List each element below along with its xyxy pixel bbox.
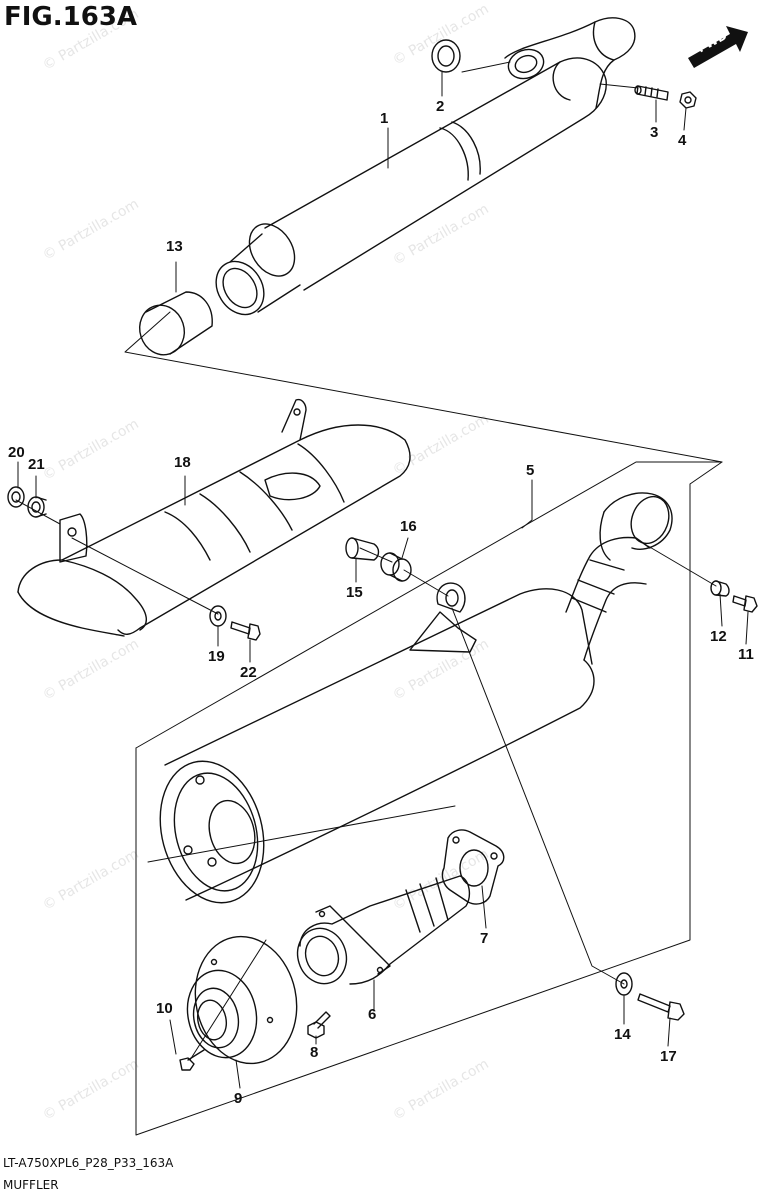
- arrester-part-6: [296, 875, 471, 985]
- callout-12: 12: [710, 628, 727, 645]
- callout-15: 15: [346, 584, 363, 601]
- section-name: MUFFLER: [3, 1178, 59, 1192]
- callout-2: 2: [436, 98, 445, 115]
- callout-6: 6: [368, 1006, 377, 1023]
- end-cap-part-9: [186, 935, 298, 1065]
- figure-title: FIG.163A: [4, 2, 138, 32]
- callout-1: 1: [380, 110, 389, 127]
- callout-10: 10: [156, 1000, 173, 1017]
- bushing-part-12: [710, 580, 730, 597]
- grommet-part-21: [27, 496, 47, 518]
- gasket-part-7: [441, 829, 505, 905]
- callout-14: 14: [614, 1026, 631, 1043]
- muffler-part-5: [159, 492, 673, 904]
- collar-part-15: [345, 537, 380, 561]
- callout-19: 19: [208, 648, 225, 665]
- callout-21: 21: [28, 456, 45, 473]
- fwd-arrow-icon: [688, 26, 748, 68]
- bolt-part-11: [732, 595, 758, 613]
- washer-part-19: [209, 605, 227, 627]
- bolt-part-8: [307, 1011, 331, 1039]
- gasket-part-2: [431, 39, 461, 73]
- callout-3: 3: [650, 124, 659, 141]
- callout-16: 16: [400, 518, 417, 535]
- washer-part-14: [615, 972, 633, 996]
- callout-8: 8: [310, 1044, 319, 1061]
- sleeve-part-13: [138, 291, 213, 356]
- callout-22: 22: [240, 664, 257, 681]
- callout-20: 20: [8, 444, 25, 461]
- callout-18: 18: [174, 454, 191, 471]
- assembly-lines: [15, 61, 723, 1136]
- callout-5: 5: [526, 462, 535, 479]
- leader-lines: [17, 71, 749, 1089]
- callout-11: 11: [738, 646, 754, 663]
- callout-9: 9: [234, 1090, 243, 1107]
- callout-13: 13: [166, 238, 183, 255]
- nut-part-4: [679, 91, 697, 109]
- bolt-part-17: [637, 993, 685, 1021]
- stud-part-3: [634, 85, 669, 101]
- exhaust-pipe-part-1: [215, 17, 636, 316]
- screw-part-10: [179, 1049, 205, 1071]
- washer-part-20: [7, 486, 25, 508]
- model-code: LT-A750XPL6_P28_P33_163A: [3, 1156, 174, 1170]
- callout-7: 7: [480, 930, 489, 947]
- callout-17: 17: [660, 1048, 677, 1065]
- heat-shield-part-18: [17, 398, 411, 637]
- bushing-part-16: [380, 552, 412, 582]
- bolt-part-22: [230, 621, 261, 641]
- callout-4: 4: [678, 132, 687, 149]
